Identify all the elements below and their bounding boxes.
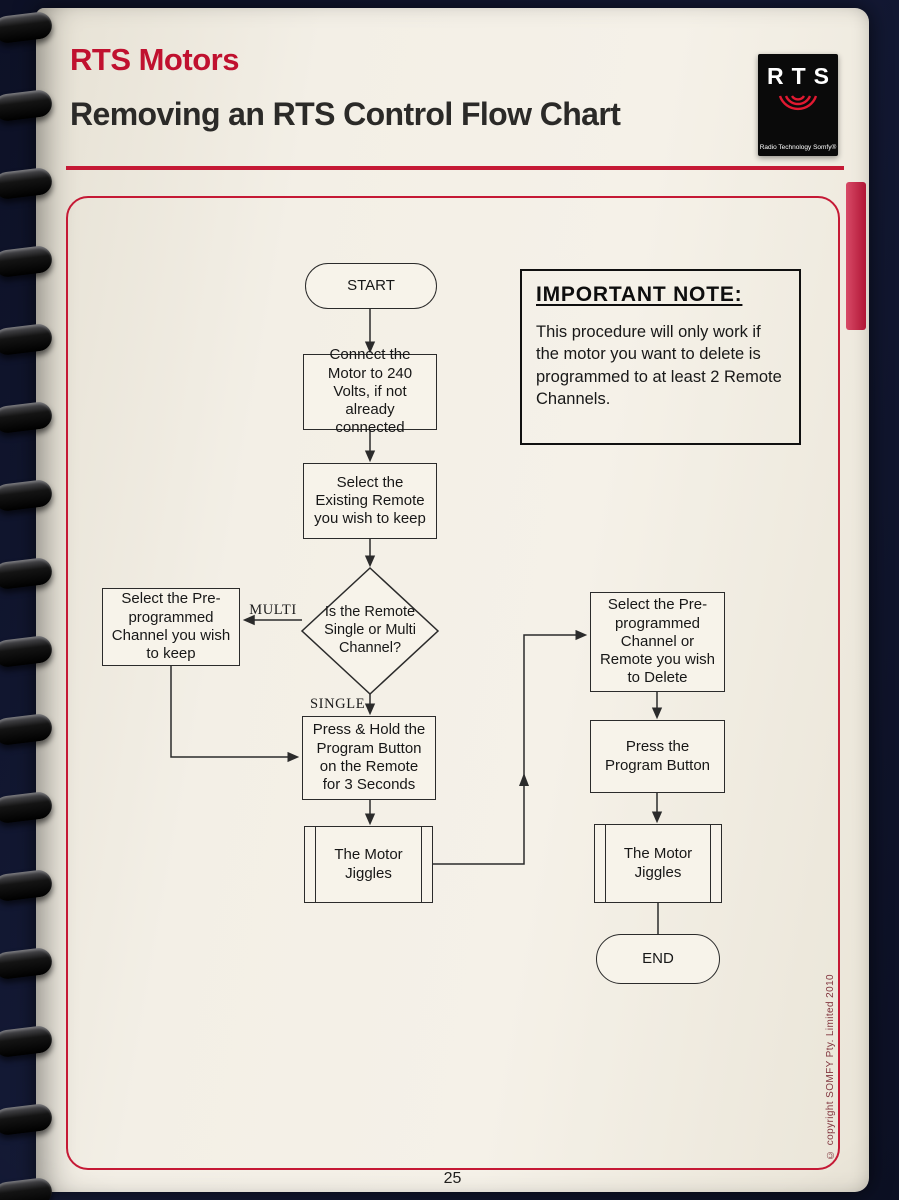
copyright-vertical: © copyright SOMFY Pty. Limited 2010 [825, 974, 836, 1160]
node-press-program-button: Press the Program Button [590, 720, 725, 793]
important-note: IMPORTANT NOTE: This procedure will only… [520, 269, 801, 445]
node-end: END [596, 934, 720, 984]
spiral-coil [0, 10, 54, 45]
branch-label-single: SINGLE [310, 696, 366, 712]
spiral-coil [0, 712, 54, 747]
note-heading: IMPORTANT NOTE: [536, 283, 743, 306]
manual-page: RTS Motors Removing an RTS Control Flow … [36, 8, 869, 1192]
node-decision-single-or-multi: Is the Remote Single or Multi Channel? [324, 604, 416, 656]
flowchart-connectors [170, 309, 663, 934]
spiral-coil [0, 244, 54, 279]
logo-letters: RTS [767, 63, 837, 89]
branch-label-multi: MULTI [249, 602, 297, 618]
spiral-binding [0, 0, 70, 1200]
spiral-coil [0, 322, 54, 357]
spiral-coil [0, 556, 54, 591]
header-rule [66, 166, 844, 170]
spiral-coil [0, 1102, 54, 1137]
spiral-coil [0, 166, 54, 201]
spiral-coil [0, 868, 54, 903]
spiral-coil [0, 634, 54, 669]
node-motor-jiggles-2: The Motor Jiggles [594, 824, 722, 903]
rts-logo: RTS Radio Technology Somfy® [758, 54, 838, 156]
node-connect-motor: Connect the Motor to 240 Volts, if not a… [303, 346, 437, 436]
edge-tab [846, 182, 866, 330]
spiral-coil [0, 400, 54, 435]
spiral-coil [0, 790, 54, 825]
node-select-preprogrammed-delete: Select the Pre-programmed Channel or Rem… [590, 592, 725, 692]
spiral-coil [0, 478, 54, 513]
node-start: START [305, 263, 437, 309]
page-subtitle: Removing an RTS Control Flow Chart [70, 96, 621, 132]
node-select-existing-remote: Select the Existing Remote you wish to k… [303, 463, 437, 539]
page-number: 25 [443, 1170, 462, 1187]
node-press-hold-program: Press & Hold the Program Button on the R… [302, 716, 436, 800]
spiral-coil [0, 88, 54, 123]
spiral-coil [0, 946, 54, 981]
note-body: This procedure will only work if the mot… [536, 323, 782, 408]
spiral-coil [0, 1176, 54, 1200]
node-motor-jiggles-1: The Motor Jiggles [304, 826, 433, 903]
spiral-coil [0, 1024, 54, 1059]
page-title: RTS Motors [70, 42, 239, 77]
flowchart-frame: START Connect the Motor to 240 Volts, if… [66, 196, 840, 1170]
node-select-preprogrammed-keep: Select the Pre-programmed Channel you wi… [102, 588, 240, 666]
logo-caption: Radio Technology Somfy® [759, 144, 837, 151]
radio-waves-icon [778, 95, 818, 111]
